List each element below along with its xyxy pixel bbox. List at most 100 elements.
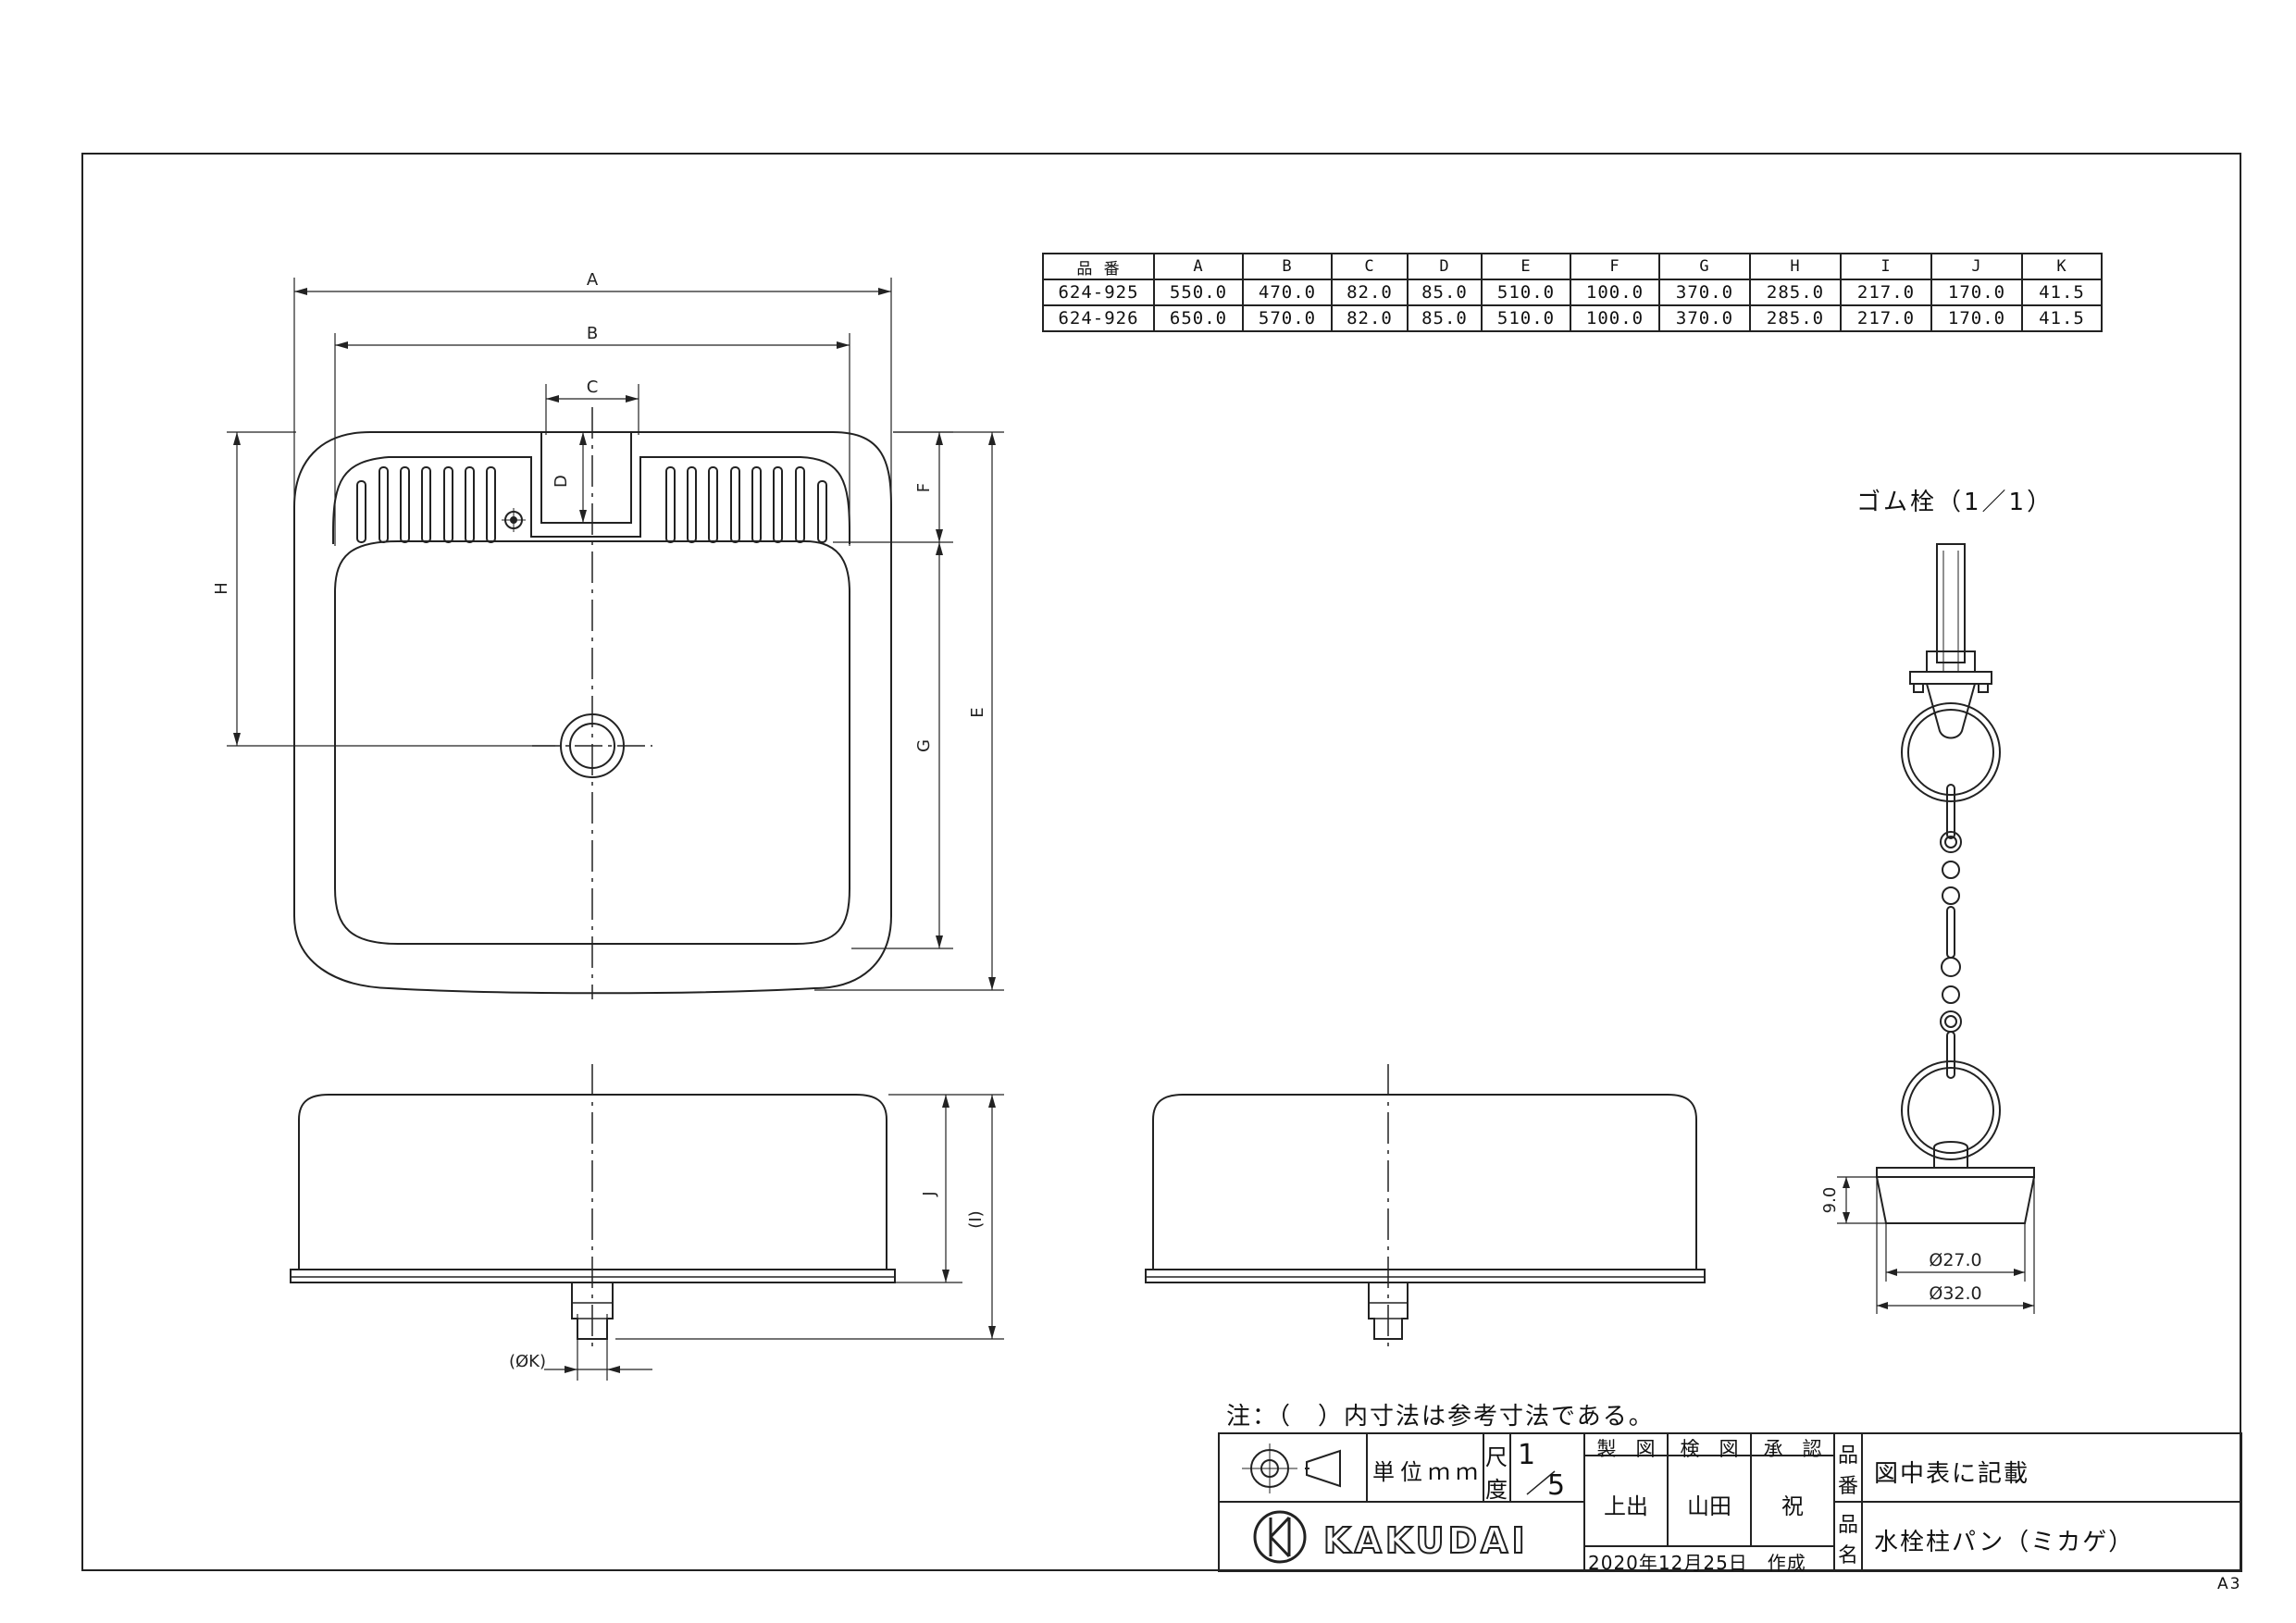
table-cell: 85.0 xyxy=(1407,279,1483,306)
dim-label-g: G xyxy=(914,739,934,752)
table-cell: 100.0 xyxy=(1570,304,1660,332)
scale-numerator: 1 xyxy=(1518,1439,1536,1471)
unit-label: 単位ｍｍ xyxy=(1372,1459,1483,1485)
dim-label-k: (ØK) xyxy=(509,1352,546,1371)
dim-label-plug-d2: Ø32.0 xyxy=(1929,1283,1981,1304)
header-g: G xyxy=(1658,253,1751,280)
tap-notch xyxy=(540,432,632,524)
product-name-value: 水栓柱パン（ミカゲ） xyxy=(1874,1529,2135,1556)
table-cell: 370.0 xyxy=(1658,279,1751,306)
projection-symbol-icon xyxy=(1242,1443,1341,1493)
dim-label-f: F xyxy=(914,483,934,492)
dim-label-c: C xyxy=(587,378,599,397)
table-cell: 41.5 xyxy=(2021,279,2103,306)
table-cell: 170.0 xyxy=(1930,304,2023,332)
dim-label-b: B xyxy=(587,324,598,343)
table-cell: 470.0 xyxy=(1242,279,1333,306)
rubber-plug-detail: 9.0 Ø27.0 Ø32.0 xyxy=(1820,543,2035,1314)
front-drain-pipe xyxy=(571,1282,614,1340)
plug-chain xyxy=(1940,784,1962,1079)
part-number-value: 図中表に記載 xyxy=(1874,1460,2030,1488)
table-header-row: 品 番 A B C D E F G H I J K xyxy=(1042,253,2103,280)
name-label-1: 品 xyxy=(1838,1514,1859,1537)
top-view: A B C D H xyxy=(212,270,1004,999)
checked-label: 検 図 xyxy=(1680,1438,1739,1460)
table-cell: 510.0 xyxy=(1481,304,1571,332)
kakudai-logo-icon xyxy=(1253,1510,1307,1564)
header-e: E xyxy=(1481,253,1571,280)
rubber-plug-title: ゴム栓（1／1） xyxy=(1856,489,2054,516)
scale-label-2: 度 xyxy=(1485,1477,1508,1503)
table-cell: 285.0 xyxy=(1749,304,1842,332)
table-cell: 41.5 xyxy=(2021,304,2103,332)
table-cell: 217.0 xyxy=(1840,279,1932,306)
header-k: K xyxy=(2021,253,2103,280)
header-d: D xyxy=(1407,253,1483,280)
table-cell: 170.0 xyxy=(1930,279,2023,306)
left-drain-slots xyxy=(356,466,496,543)
dim-label-i: (I) xyxy=(966,1210,986,1228)
table-cell: 624-925 xyxy=(1042,279,1155,306)
front-view: J (I) (ØK) xyxy=(290,1064,1004,1381)
kakudai-logo-text: KAKUDAI xyxy=(1322,1519,1529,1562)
header-a: A xyxy=(1153,253,1244,280)
right-drain-slots xyxy=(665,466,827,543)
plug-body xyxy=(1876,1176,2035,1224)
table-cell: 285.0 xyxy=(1749,279,1842,306)
dim-label-plug-d1: Ø27.0 xyxy=(1929,1250,1981,1270)
dim-label-j: J xyxy=(920,1191,939,1196)
number-label-1: 品 xyxy=(1838,1444,1859,1468)
dim-label-a: A xyxy=(587,270,599,290)
header-j: J xyxy=(1930,253,2023,280)
table-cell: 100.0 xyxy=(1570,279,1660,306)
dim-label-plug-height: 9.0 xyxy=(1820,1187,1840,1214)
header-part-number: 品 番 xyxy=(1042,253,1155,280)
table-cell: 82.0 xyxy=(1331,279,1409,306)
sheet-size-label: A3 xyxy=(2217,1575,2242,1593)
table-cell: 510.0 xyxy=(1481,279,1571,306)
plug-bottom-ring xyxy=(1901,1060,2001,1160)
dim-label-d: D xyxy=(552,475,571,488)
name-label-2: 名 xyxy=(1838,1544,1859,1567)
table-cell: 370.0 xyxy=(1658,304,1751,332)
screw-icon xyxy=(502,508,526,532)
dim-label-e: E xyxy=(968,707,987,717)
side-view xyxy=(1145,1064,1706,1351)
plug-top-ring xyxy=(1901,702,2001,802)
scale-denominator: 5 xyxy=(1547,1469,1566,1502)
approved-by: 祝 xyxy=(1781,1493,1804,1519)
table-cell: 550.0 xyxy=(1153,279,1244,306)
table-cell: 82.0 xyxy=(1331,304,1409,332)
header-f: F xyxy=(1570,253,1660,280)
dimension-table: 品 番 A B C D E F G H I J K 624-925 550.0 … xyxy=(1042,253,2103,332)
approved-label: 承 認 xyxy=(1763,1438,1822,1460)
made-label: 製 図 xyxy=(1596,1438,1656,1460)
drawing-note: 注：（ ）内寸法は参考寸法である。 xyxy=(1226,1403,1655,1431)
number-label-2: 番 xyxy=(1838,1475,1859,1498)
table-cell: 85.0 xyxy=(1407,304,1483,332)
title-block-grid xyxy=(1218,1432,2242,1572)
table-cell: 217.0 xyxy=(1840,304,1932,332)
drawing-frame xyxy=(81,153,2241,1571)
table-cell: 570.0 xyxy=(1242,304,1333,332)
header-h: H xyxy=(1749,253,1842,280)
side-drain-pipe xyxy=(1368,1282,1409,1340)
scale-label-1: 尺 xyxy=(1485,1444,1508,1470)
basin-back-ledge xyxy=(332,456,850,544)
table-cell: 650.0 xyxy=(1153,304,1244,332)
table-cell: 624-926 xyxy=(1042,304,1155,332)
table-row: 624-925 550.0 470.0 82.0 85.0 510.0 100.… xyxy=(1042,279,2103,306)
dim-label-h: H xyxy=(212,582,231,595)
basin-inner-outline xyxy=(334,540,850,945)
basin-outer-outline xyxy=(293,431,892,995)
made-by: 上出 xyxy=(1604,1493,1648,1519)
checked-by: 山田 xyxy=(1687,1493,1731,1519)
header-b: B xyxy=(1242,253,1333,280)
side-rim xyxy=(1145,1269,1706,1283)
creation-date: 2020年12月25日 作成 xyxy=(1588,1552,1806,1574)
side-body-outline xyxy=(1152,1094,1697,1270)
table-row: 624-926 650.0 570.0 82.0 85.0 510.0 100.… xyxy=(1042,304,2103,332)
header-i: I xyxy=(1840,253,1932,280)
